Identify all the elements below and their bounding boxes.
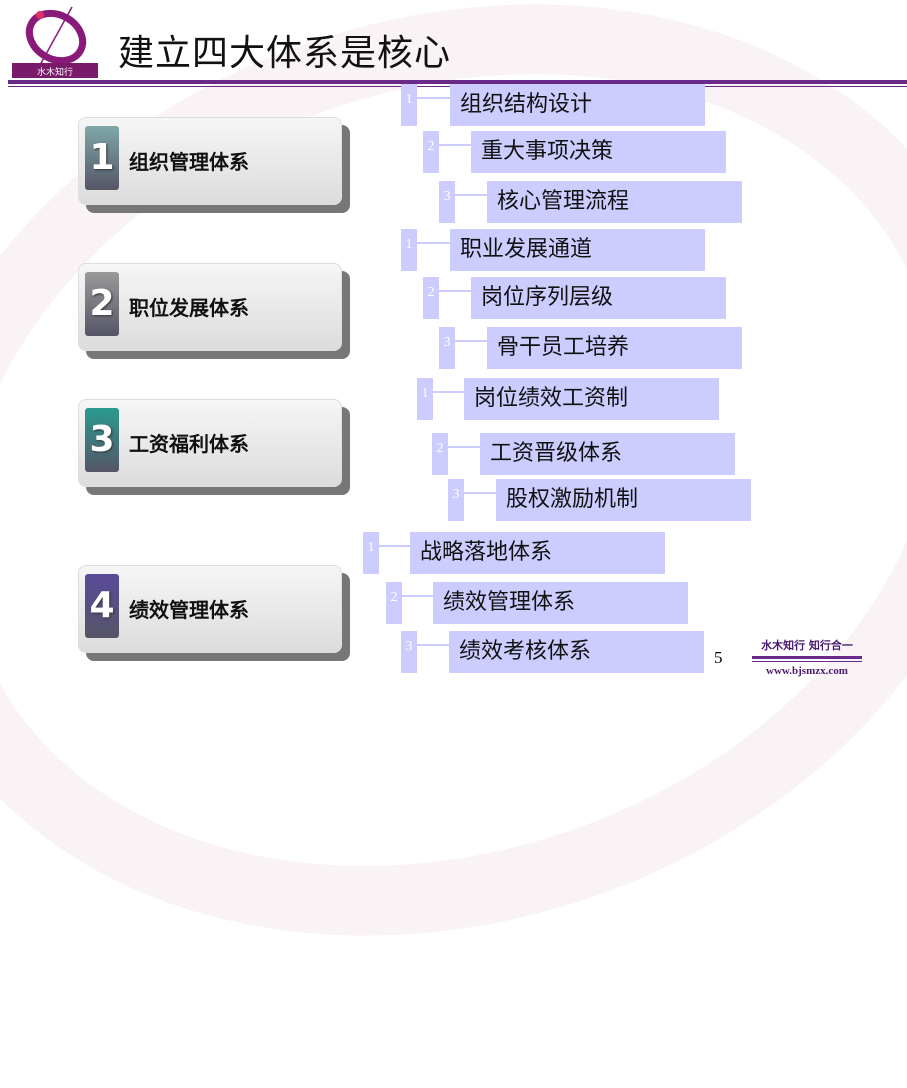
sub-item: 岗位序列层级 bbox=[471, 277, 726, 319]
item-number: 1 bbox=[401, 84, 417, 126]
sub-item: 股权激励机制 bbox=[496, 479, 751, 521]
sub-item: 岗位绩效工资制 bbox=[464, 378, 719, 420]
category-label: 绩效管理体系 bbox=[129, 598, 249, 622]
category-label: 工资福利体系 bbox=[129, 432, 249, 456]
sub-item: 职业发展通道 bbox=[450, 229, 705, 271]
footer-rule bbox=[752, 656, 862, 659]
connector-line bbox=[464, 492, 496, 494]
svg-text:水木知行: 水木知行 bbox=[37, 66, 73, 78]
item-number: 1 bbox=[417, 378, 433, 420]
sub-item: 战略落地体系 bbox=[410, 532, 665, 574]
card-face: 2 职位发展体系 bbox=[78, 263, 342, 351]
connector-line bbox=[417, 644, 449, 646]
item-number: 1 bbox=[401, 229, 417, 271]
category-card: 4 绩效管理体系 bbox=[78, 565, 350, 661]
connector-line bbox=[448, 446, 480, 448]
connector-line bbox=[433, 391, 464, 393]
connector-line bbox=[455, 340, 487, 342]
item-number: 2 bbox=[432, 433, 448, 475]
category-number: 2 bbox=[85, 272, 119, 336]
page-title: 建立四大体系是核心 bbox=[118, 33, 452, 74]
category-label: 职位发展体系 bbox=[129, 296, 249, 320]
card-face: 3 工资福利体系 bbox=[78, 399, 342, 487]
connector-line bbox=[417, 97, 450, 99]
category-number: 4 bbox=[85, 574, 119, 638]
connector-line bbox=[402, 595, 433, 597]
connector-line bbox=[455, 194, 487, 196]
footer-brand: 水木知行 知行合一 www.bjsmzx.com bbox=[752, 637, 862, 677]
footer-slogan: 水木知行 知行合一 bbox=[761, 639, 853, 652]
footer-rule-thin bbox=[752, 661, 862, 662]
company-logo: 水木知行 bbox=[12, 6, 98, 78]
sub-item: 组织结构设计 bbox=[450, 84, 705, 126]
item-number: 2 bbox=[386, 582, 402, 624]
card-face: 4 绩效管理体系 bbox=[78, 565, 342, 653]
sub-item: 绩效管理体系 bbox=[433, 582, 688, 624]
item-number: 3 bbox=[439, 327, 455, 369]
connector-line bbox=[439, 290, 471, 292]
sub-item: 工资晋级体系 bbox=[480, 433, 735, 475]
footer-url: www.bjsmzx.com bbox=[766, 665, 848, 677]
item-number: 2 bbox=[423, 131, 439, 173]
category-card: 2 职位发展体系 bbox=[78, 263, 350, 359]
category-card: 1 组织管理体系 bbox=[78, 117, 350, 213]
item-number: 3 bbox=[401, 631, 417, 673]
header-divider bbox=[8, 80, 907, 84]
item-number: 3 bbox=[439, 181, 455, 223]
sub-item: 骨干员工培养 bbox=[487, 327, 742, 369]
item-number: 3 bbox=[448, 479, 464, 521]
category-label: 组织管理体系 bbox=[129, 150, 249, 174]
sub-item: 绩效考核体系 bbox=[449, 631, 704, 673]
sub-item: 核心管理流程 bbox=[487, 181, 742, 223]
connector-line bbox=[439, 144, 471, 146]
category-card: 3 工资福利体系 bbox=[78, 399, 350, 495]
page-number: 5 bbox=[714, 648, 723, 667]
card-face: 1 组织管理体系 bbox=[78, 117, 342, 205]
category-number: 3 bbox=[85, 408, 119, 472]
connector-line bbox=[417, 242, 450, 244]
category-number: 1 bbox=[85, 126, 119, 190]
sub-item: 重大事项决策 bbox=[471, 131, 726, 173]
connector-line bbox=[379, 545, 410, 547]
item-number: 2 bbox=[423, 277, 439, 319]
item-number: 1 bbox=[363, 532, 379, 574]
